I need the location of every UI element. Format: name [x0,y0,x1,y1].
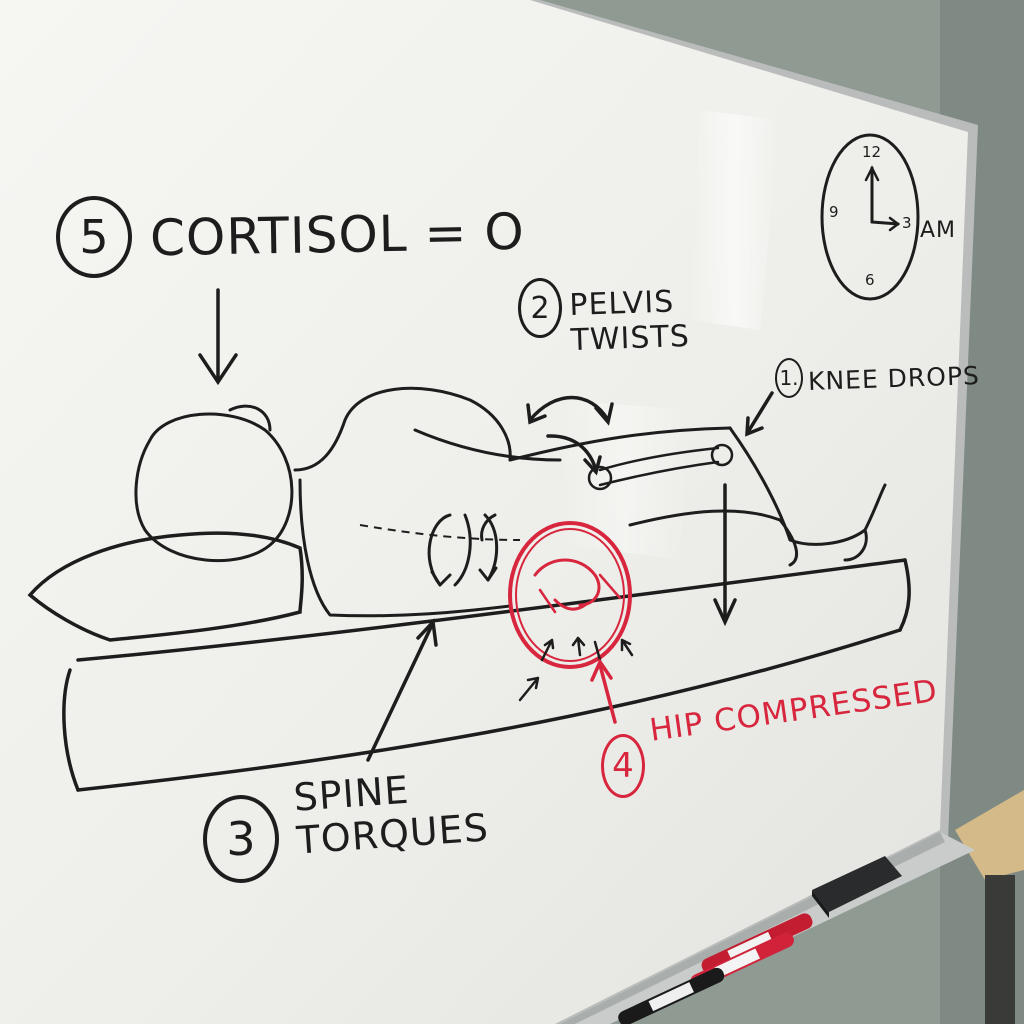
step-3-label: SPINE TORQUES [292,767,491,863]
side-sleeper-figure-icon [134,386,887,618]
clock-numeral-9: 9 [829,203,839,221]
board-glare [690,110,780,330]
pointer-arrows [198,288,774,762]
hip-pointer-arrow [590,658,617,724]
desk-leg [985,875,1015,1024]
wall-clock-icon [820,133,920,301]
step-2-badge: 2 [518,278,562,338]
rotation-arrows [427,513,499,587]
step-3-badge: 3 [203,795,279,883]
step-4-badge: 4 [601,734,645,798]
step-2-label: PELVIS TWISTS [568,284,691,358]
clock-am-label: AM [920,218,957,243]
step-5-badge: 5 [56,196,132,278]
board-surface [0,0,968,1024]
spine-line [359,524,521,541]
step-1-label: KNEE DROPS [807,361,981,396]
pillow [27,531,304,642]
clock-numeral-12: 12 [862,143,882,161]
eraser-icon[interactable] [812,856,902,918]
compression-arrows [518,636,634,702]
step-5-label: CORTISOL = O [149,202,526,268]
step-1-badge: 1. [775,358,803,398]
leg-bones [587,443,734,491]
mattress [62,558,911,792]
hip-joint-icon [508,521,632,669]
clock-numeral-6: 6 [865,271,875,289]
marker-icon[interactable] [616,911,815,1024]
desk-corner [955,790,1024,880]
clock-numeral-3: 3 [902,214,912,232]
